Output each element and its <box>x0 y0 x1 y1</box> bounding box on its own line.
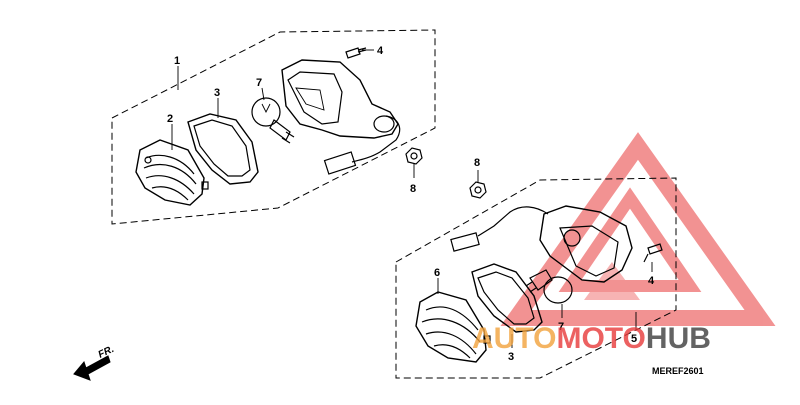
callout-1: 1 <box>174 55 180 67</box>
watermark-part-hub: HUB <box>646 322 711 355</box>
housing-upper <box>281 59 401 175</box>
bulb-upper <box>251 97 295 144</box>
direction-label: FR. <box>97 344 116 361</box>
callout-5: 5 <box>631 333 637 345</box>
callout-2: 2 <box>167 113 173 125</box>
lower-turn-signal-assembly <box>395 170 677 379</box>
lower-assembly-frame <box>395 177 677 379</box>
upper-assembly-frame <box>111 29 436 225</box>
gasket-upper <box>187 113 259 185</box>
gasket-lower <box>471 263 543 333</box>
lens-lower <box>415 291 491 363</box>
front-direction-indicator: FR. <box>73 344 116 381</box>
screw-upper <box>345 47 367 59</box>
nut-lower <box>469 181 487 199</box>
callouts-lower: 8 6 4 7 3 5 <box>434 157 655 363</box>
drawing-code: MEREF2601 <box>652 366 704 376</box>
callout-7-lower: 7 <box>558 321 564 333</box>
watermark-part-moto: MOTO <box>556 322 645 355</box>
watermark-part-auto: AUTO <box>472 322 556 355</box>
watermark-text: AUTOMOTOHUB <box>472 322 711 355</box>
nut-upper <box>405 147 423 165</box>
svg-text:AUTOMOTOHUB: AUTOMOTOHUB <box>472 322 711 355</box>
callout-6: 6 <box>434 267 440 279</box>
callout-7: 7 <box>256 77 262 89</box>
callout-3-lower: 3 <box>508 351 514 363</box>
housing-lower <box>450 205 633 283</box>
callout-8-lower: 8 <box>474 157 480 169</box>
lens-upper <box>135 139 209 206</box>
callout-3: 3 <box>214 87 220 99</box>
watermark-logo <box>500 132 776 326</box>
callout-4-lower: 4 <box>648 275 655 287</box>
leader-lines-lower <box>437 170 653 348</box>
screw-lower <box>643 243 663 263</box>
bulb-lower <box>525 269 573 304</box>
leader-lines-upper <box>171 49 415 178</box>
callout-8: 8 <box>410 183 416 195</box>
front-arrow-icon <box>73 355 111 381</box>
upper-turn-signal-assembly <box>111 29 436 225</box>
callout-4: 4 <box>377 45 384 57</box>
callouts-upper: 1 2 3 4 7 8 <box>167 45 416 195</box>
